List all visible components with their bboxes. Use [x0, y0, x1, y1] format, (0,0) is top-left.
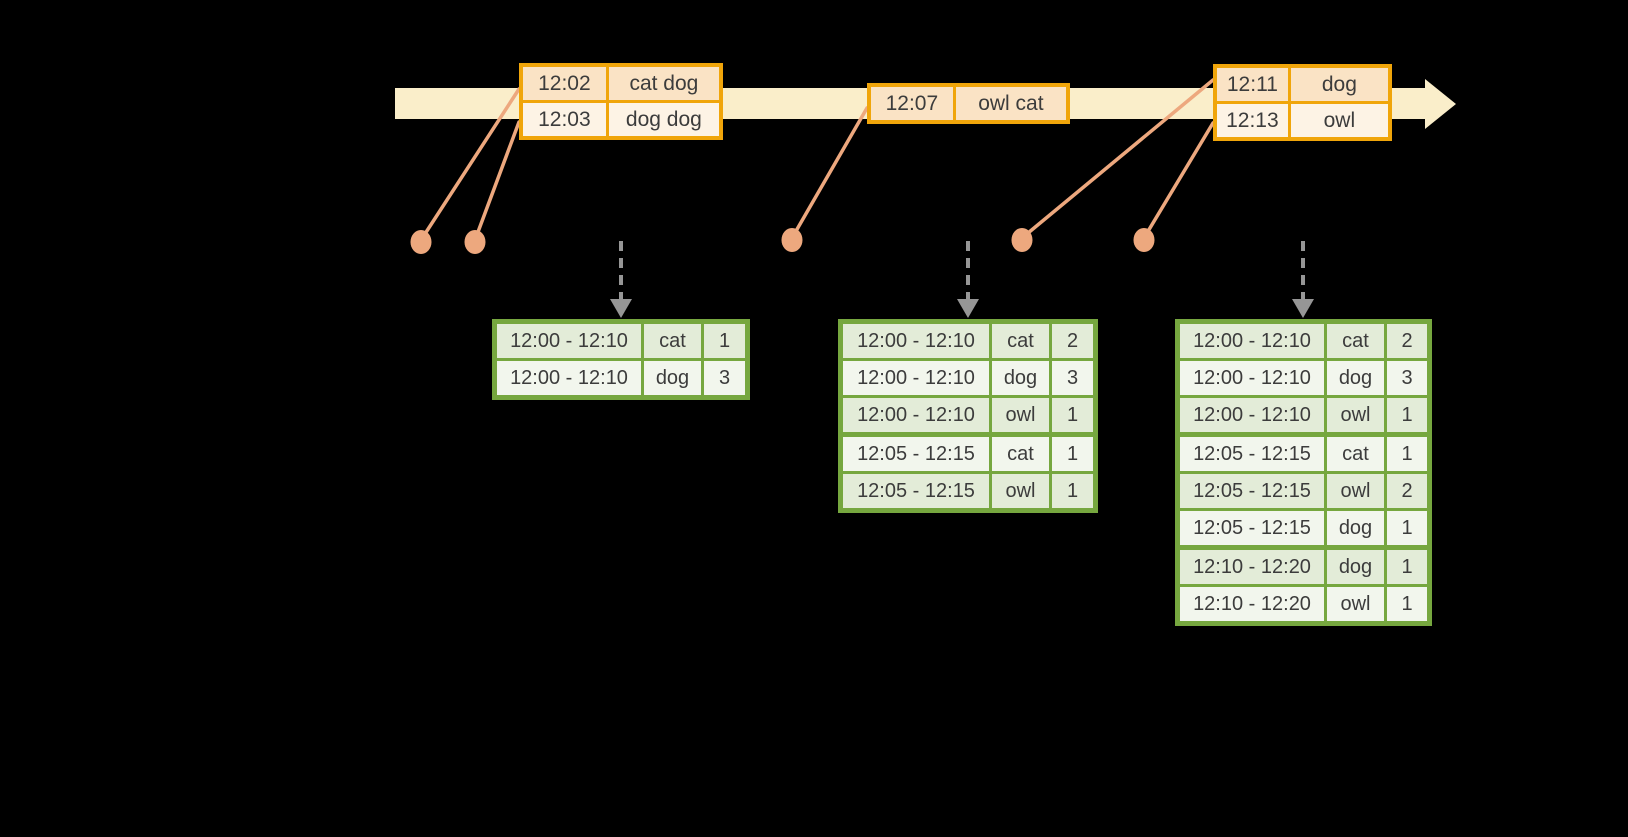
- timeline-arrowhead-icon: [1425, 79, 1456, 129]
- result-word: owl: [1324, 584, 1387, 625]
- event-connector-line: [1142, 121, 1215, 240]
- result-count: 1: [1384, 395, 1431, 436]
- result-window: 12:00 - 12:10: [839, 320, 992, 361]
- event-dot: [410, 230, 432, 254]
- result-count: 1: [1049, 471, 1097, 512]
- result-word: dog: [1324, 358, 1387, 398]
- result-window: 12:05 - 12:15: [1176, 432, 1327, 474]
- result-count: 1: [1049, 395, 1097, 436]
- result-window: 12:00 - 12:10: [1176, 320, 1327, 361]
- event-connector-line: [473, 120, 521, 242]
- result-word: cat: [989, 320, 1052, 361]
- result-window: 12:05 - 12:15: [1176, 508, 1327, 549]
- result-window: 12:00 - 12:10: [1176, 395, 1327, 436]
- trigger-arrows: [610, 241, 1314, 318]
- event-words: cat dog: [605, 63, 723, 103]
- result-window: 12:00 - 12:10: [493, 358, 644, 399]
- result-window: 12:00 - 12:10: [1176, 358, 1327, 398]
- event-dots: [410, 228, 1155, 254]
- result-count: 3: [1049, 358, 1097, 398]
- result-word: cat: [989, 432, 1052, 474]
- event-words: owl cat: [952, 83, 1070, 124]
- trigger-arrow-icon: [957, 241, 979, 318]
- result-word: owl: [1324, 471, 1387, 511]
- result-count: 1: [1384, 508, 1431, 549]
- result-window: 12:00 - 12:10: [839, 358, 992, 398]
- result-count: 2: [1384, 320, 1431, 361]
- result-window: 12:00 - 12:10: [493, 320, 644, 361]
- event-connector-line: [1020, 78, 1215, 240]
- event-time: 12:13: [1213, 101, 1291, 141]
- trigger-arrow-icon: [1292, 241, 1314, 318]
- result-count: 1: [1384, 432, 1431, 474]
- event-dot: [1133, 228, 1155, 252]
- result-word: owl: [989, 471, 1052, 512]
- result-count: 1: [1384, 584, 1431, 625]
- event-time: 12:07: [867, 83, 956, 124]
- result-window: 12:10 - 12:20: [1176, 584, 1327, 625]
- event-words: dog dog: [605, 100, 723, 140]
- event-time: 12:03: [519, 100, 609, 140]
- result-count: 3: [701, 358, 749, 399]
- result-word: dog: [1324, 545, 1387, 587]
- event-words: owl: [1287, 101, 1392, 141]
- result-count: 1: [701, 320, 749, 361]
- event-words: dog: [1287, 64, 1392, 104]
- result-window: 12:05 - 12:15: [839, 471, 992, 512]
- event-connector-line: [419, 87, 521, 242]
- result-count: 1: [1384, 545, 1431, 587]
- result-word: owl: [989, 395, 1052, 436]
- result-word: dog: [989, 358, 1052, 398]
- event-time: 12:11: [1213, 64, 1291, 104]
- result-word: owl: [1324, 395, 1387, 436]
- result-count: 2: [1384, 471, 1431, 511]
- event-connector-line: [790, 106, 869, 240]
- result-window: 12:00 - 12:10: [839, 395, 992, 436]
- result-word: dog: [641, 358, 704, 399]
- result-word: cat: [641, 320, 704, 361]
- result-word: dog: [1324, 508, 1387, 549]
- event-dot: [464, 230, 486, 254]
- result-window: 12:10 - 12:20: [1176, 545, 1327, 587]
- trigger-arrow-icon: [610, 241, 632, 318]
- result-word: cat: [1324, 432, 1387, 474]
- event-time: 12:02: [519, 63, 609, 103]
- result-word: cat: [1324, 320, 1387, 361]
- result-window: 12:05 - 12:15: [1176, 471, 1327, 511]
- result-count: 2: [1049, 320, 1097, 361]
- result-window: 12:05 - 12:15: [839, 432, 992, 474]
- result-count: 1: [1049, 432, 1097, 474]
- event-dot: [781, 228, 803, 252]
- result-count: 3: [1384, 358, 1431, 398]
- event-dot: [1011, 228, 1033, 252]
- event-connector-lines: [419, 78, 1215, 242]
